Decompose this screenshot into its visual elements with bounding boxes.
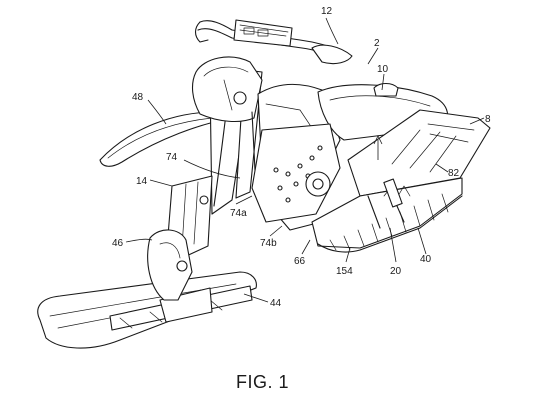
- label-74: 74: [166, 152, 178, 163]
- ski-spindle: [147, 229, 193, 301]
- label-14: 14: [136, 176, 148, 187]
- label-82: 82: [448, 168, 460, 179]
- front-number-plate: [191, 56, 263, 123]
- label-66: 66: [294, 256, 306, 267]
- front-fender: [99, 111, 233, 167]
- rear-track: [311, 177, 463, 253]
- front-ski: [37, 271, 257, 349]
- label-46: 46: [112, 238, 124, 249]
- label-48: 48: [132, 92, 144, 103]
- label-10: 10: [377, 64, 389, 75]
- label-74a: 74a: [230, 208, 247, 219]
- label-44: 44: [270, 298, 282, 309]
- label-2: 2: [374, 38, 380, 49]
- handlebar-assembly: [194, 19, 353, 65]
- engine-cover: [251, 123, 341, 223]
- label-20: 20: [390, 266, 402, 277]
- label-12: 12: [321, 6, 333, 17]
- label-74b: 74b: [260, 238, 277, 249]
- leader-lines: [125, 17, 485, 303]
- label-40: 40: [420, 254, 432, 265]
- label-8: 8: [485, 114, 491, 125]
- label-154: 154: [336, 266, 353, 277]
- reference-labels: 12 2 10 8 48 74 14 74a 46 74b 66 154 20 …: [112, 6, 491, 309]
- figure-caption: FIG. 1: [236, 372, 289, 392]
